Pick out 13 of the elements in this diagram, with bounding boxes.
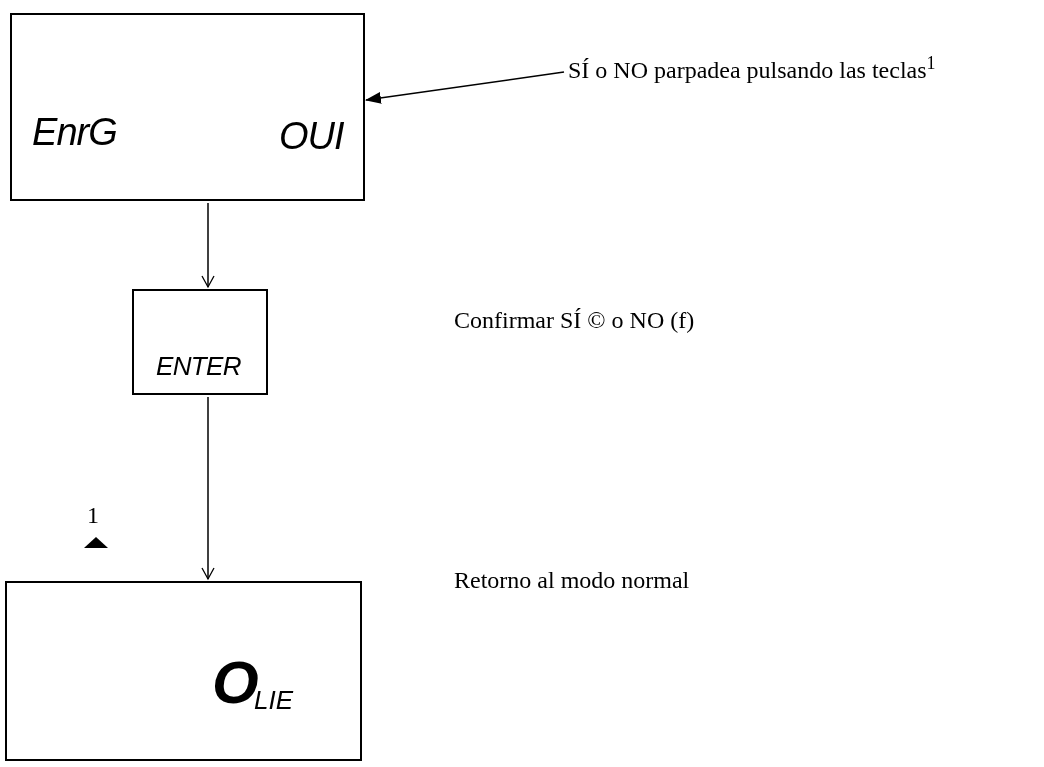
display-screen bbox=[132, 289, 268, 395]
display-screen bbox=[5, 581, 362, 761]
footnote-number: 1 bbox=[87, 501, 99, 530]
arrow bbox=[201, 202, 215, 288]
step-description: Retorno al modo normal bbox=[454, 566, 690, 595]
display-text: ENTER bbox=[156, 353, 241, 379]
display-text: EnrG bbox=[32, 113, 117, 151]
leader-line bbox=[365, 71, 565, 104]
display-screen bbox=[10, 13, 365, 201]
display-text: SÍ o NO parpadea pulsando las teclas$^{1}$ bbox=[568, 52, 936, 85]
step-description: Confirmar SÍ © o NO (f) bbox=[454, 306, 695, 335]
arrow bbox=[201, 396, 215, 580]
display-text: OUI bbox=[279, 117, 344, 155]
